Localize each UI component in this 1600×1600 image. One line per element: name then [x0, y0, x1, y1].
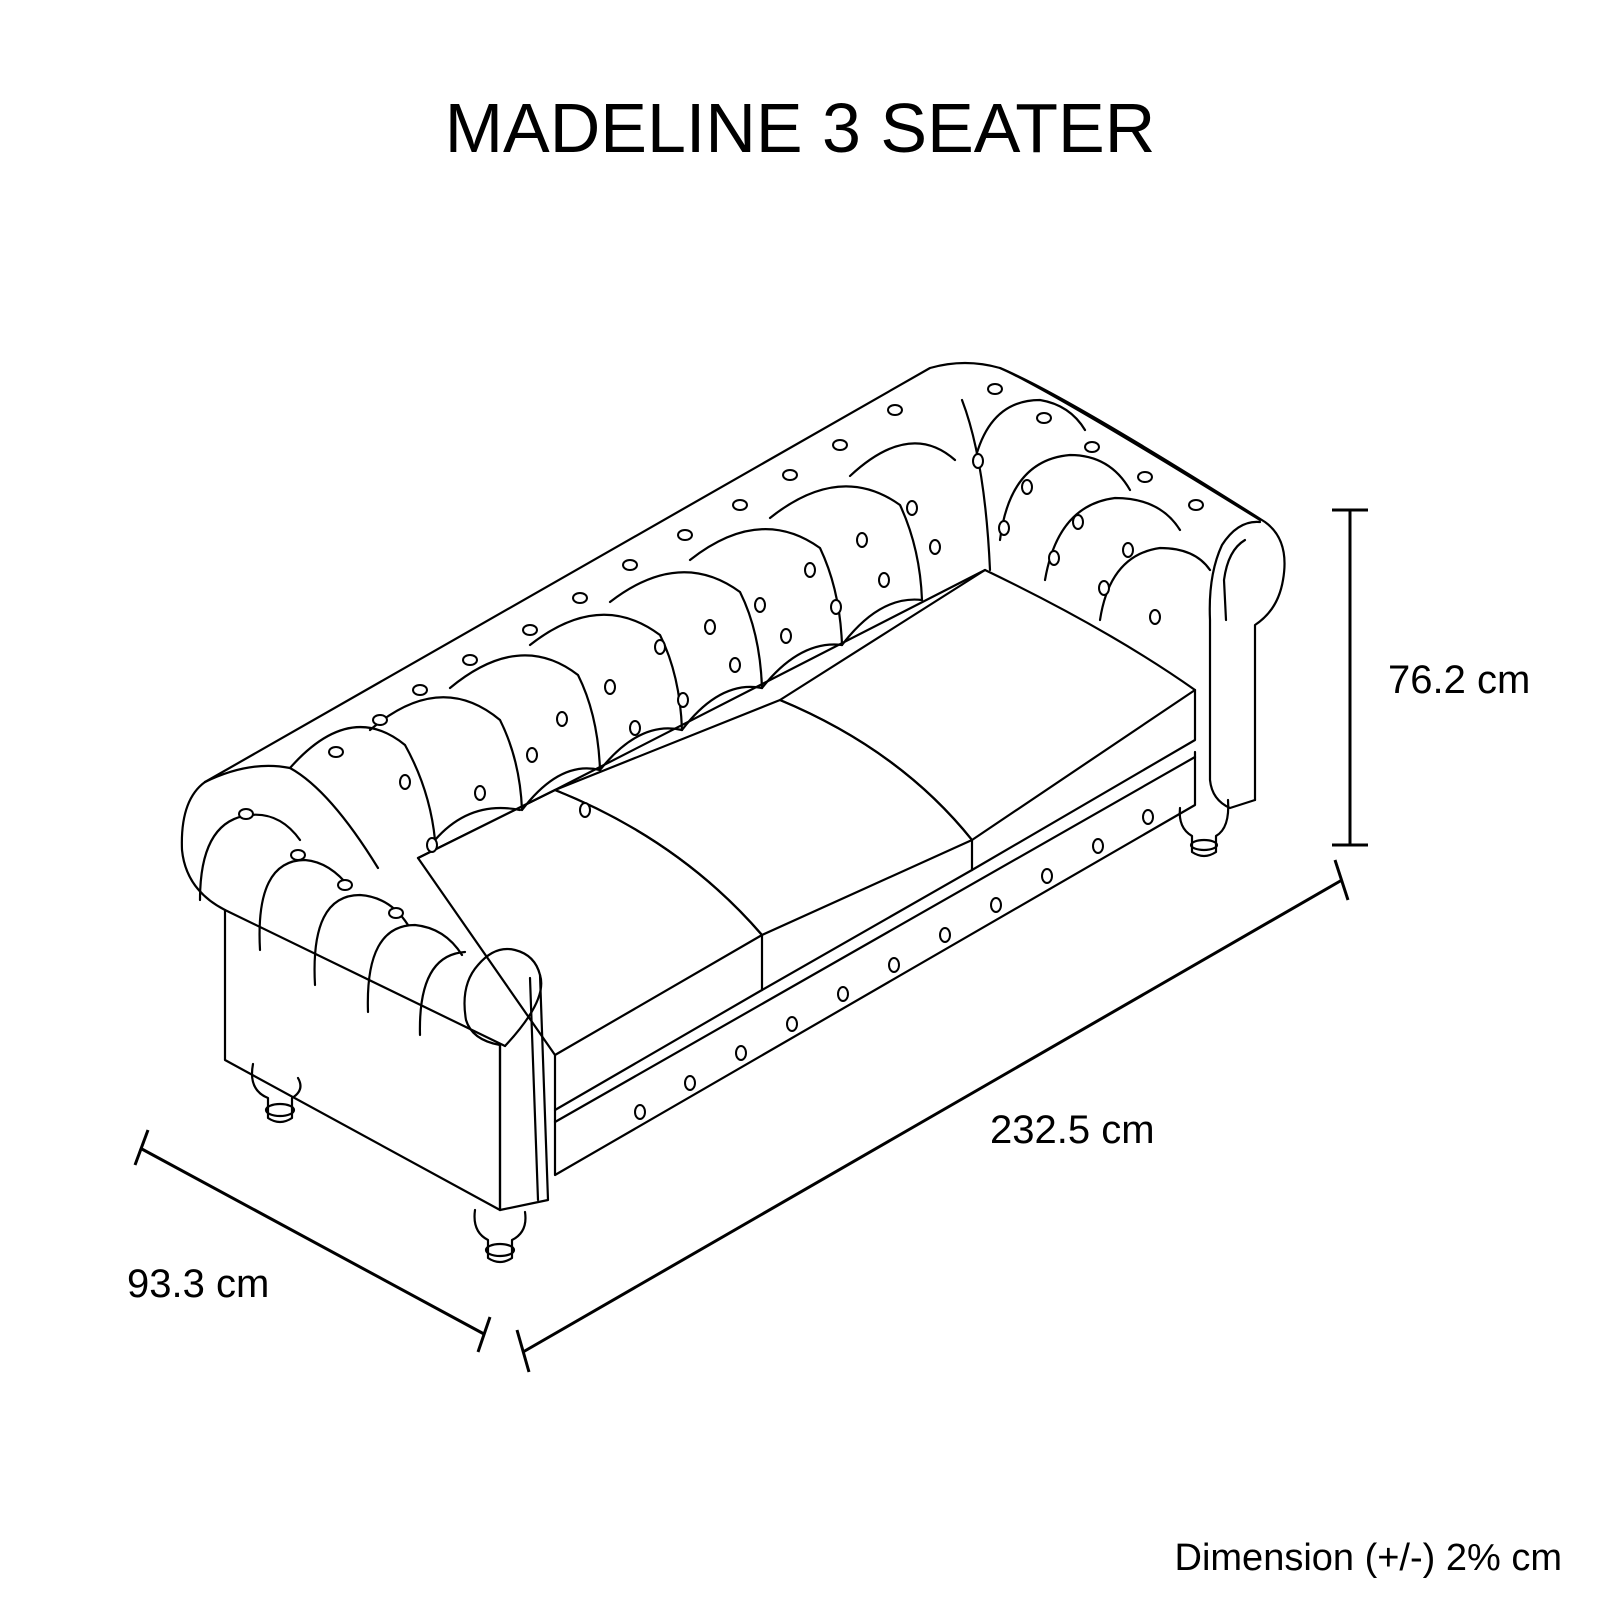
depth-dimension-line: [133, 1129, 492, 1353]
length-label: 232.5 cm: [990, 1108, 1155, 1152]
sofa-illustration: [180, 361, 1286, 1264]
depth-label: 93.3 cm: [127, 1262, 270, 1306]
back-tufting: [288, 442, 957, 842]
height-label: 76.2 cm: [1388, 658, 1531, 702]
product-title: MADELINE 3 SEATER: [444, 89, 1156, 167]
length-dimension-line: [515, 859, 1350, 1373]
left-arm-tufting: [198, 813, 467, 1037]
tolerance-footnote: Dimension (+/-) 2% cm: [1174, 1537, 1562, 1579]
sofa-legs: [250, 798, 1230, 1264]
height-dimension-line: [1332, 508, 1368, 847]
front-rail-studs: [634, 809, 1154, 1120]
tufting-buttons: [238, 383, 1204, 919]
right-arm-tufting: [973, 398, 1212, 622]
